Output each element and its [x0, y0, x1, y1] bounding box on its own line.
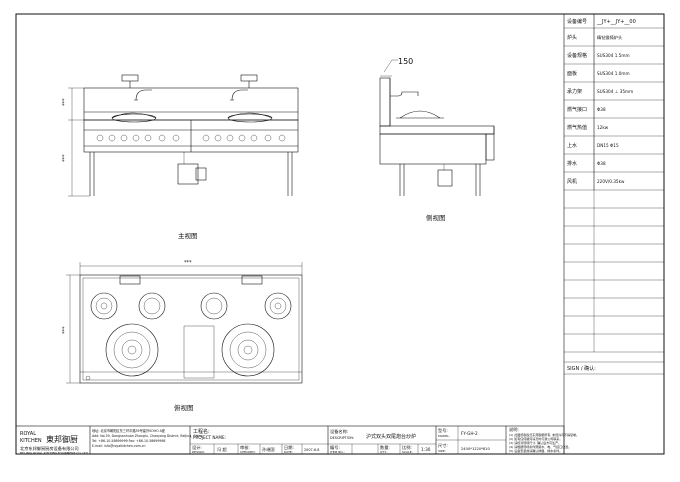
- side-dim-callout: 150: [398, 57, 413, 66]
- company-address-line: Tel: +86-10-58699999 Fax: +86-10-5869999…: [91, 439, 165, 443]
- logo-en-line2: KITCHEN: [20, 438, 42, 444]
- design-value: 冯 超: [217, 446, 228, 453]
- scale-label-en: SCALE:: [402, 450, 413, 454]
- note-line: (4) 请根据现场条件预留水、电、气接口位置。: [509, 444, 571, 449]
- spec-row-label: 风机: [567, 178, 577, 185]
- size-label-en: SIZE:: [438, 449, 446, 453]
- date-value: 2007-6-8: [304, 448, 319, 452]
- note-line: (1) 此图纸版权归东邦御厨所有, 未经许可不得复制。: [509, 432, 579, 437]
- spec-row-label: 燃气热值: [567, 124, 587, 131]
- spec-row-value: 12kw: [597, 125, 609, 130]
- scale-label: 比例:: [402, 444, 412, 451]
- note-line: (2) 如有任何疑问请及时与我公司联系。: [509, 436, 562, 441]
- spec-row-value: DN15 Φ15: [597, 143, 619, 148]
- spec-header-value: __JY+__JY+__00: [596, 19, 636, 25]
- spec-row-label: 排水: [567, 160, 577, 167]
- logo-cn: 東邦御厨: [46, 434, 78, 444]
- model-label: 型号:: [438, 427, 448, 434]
- company-footer-cn: 北京东邦御厨厨房设备有限公司: [20, 445, 79, 452]
- front-dim-upper: ***: [62, 98, 68, 106]
- note-line: (3) 请核对现场尺寸, 确认后方可生产。: [509, 440, 561, 445]
- spec-row-label: 燃气接口: [567, 106, 587, 113]
- model-value: FY-GH-2: [461, 431, 478, 436]
- model-label-en: MODEL:: [438, 434, 450, 438]
- side-view: [379, 59, 495, 196]
- check-label: 审核:: [240, 444, 250, 451]
- spec-header-label: 设备编号: [567, 18, 587, 25]
- spec-row-value: 220V/0.35kw: [597, 179, 625, 184]
- scale-value: 1:30: [421, 447, 431, 452]
- notes-title: 说明:: [509, 426, 519, 433]
- desc-value: 沪式双头双尾炮台炒炉: [366, 433, 416, 440]
- spec-row-value: Φ38: [597, 161, 606, 166]
- desc-label: 设备名称:: [330, 428, 348, 435]
- spec-row-value: Φ38: [597, 107, 606, 112]
- desc-label-en: DESCRIPTION:: [330, 436, 354, 440]
- company-footer-en: BEI JING ROYAL KITCHEN EQUIPMENT CO.,LTD: [20, 451, 89, 455]
- top-dim-depth: ***: [62, 326, 68, 334]
- qty-label: 数量:: [380, 444, 390, 451]
- spec-table-grid: [563, 13, 665, 455]
- drawing-frame: [15, 13, 665, 455]
- logo-en-line1: ROYAL: [20, 431, 36, 437]
- side-view-label: 侧视图: [426, 213, 446, 222]
- spec-row-value: SUS304 ⊥ 35mm: [597, 89, 633, 94]
- check-value: 孙继国: [262, 446, 275, 453]
- top-view: [66, 262, 303, 384]
- front-view: [68, 74, 299, 197]
- sign-label: SIGN / 确认:: [567, 365, 596, 372]
- top-dim-width: ***: [184, 260, 192, 266]
- design-label-en: DESIGN:: [192, 450, 205, 454]
- size-label: 尺寸:: [438, 442, 448, 449]
- spec-row-value: SUS304 1.0mm: [597, 71, 630, 76]
- company-address-line: Add: No.39, Dongsanhuan Zhonglu, Chaoyan…: [92, 434, 202, 438]
- top-view-label: 俯视图: [174, 403, 194, 412]
- project-label: 工程名:: [193, 428, 210, 435]
- front-dim-lower: ***: [62, 154, 68, 162]
- item-label: 编号:: [330, 444, 340, 451]
- title-block-grid: [15, 425, 565, 455]
- size-value: 2400*1220*810: [461, 447, 490, 451]
- project-label-en: PROJECT NAME:: [193, 435, 226, 440]
- item-label-en: ITEM NO.:: [330, 450, 345, 454]
- spec-row-label: 承力架: [567, 88, 582, 95]
- company-address-line: 地址: 北京市朝阳区东三环中路39号建外SOHO A座: [92, 428, 166, 433]
- date-label: 日期:: [284, 445, 294, 451]
- spec-row-label: 炉头: [567, 34, 577, 41]
- spec-row-label: 上水: [567, 142, 577, 149]
- spec-row-label: 面板: [567, 70, 577, 77]
- design-label: 设计:: [192, 444, 202, 451]
- spec-row-value: 精钻锻铸炉头: [597, 34, 622, 41]
- date-label-en: DATE:: [284, 450, 293, 454]
- spec-row-value: SUS304 1.5mm: [597, 53, 630, 58]
- check-label-en: CHECKED:: [240, 450, 256, 454]
- note-line: (5) 设备安装前请确认排烟、排水条件。: [509, 448, 562, 453]
- main-view-label: 主视图: [178, 231, 198, 240]
- qty-label-en: QTY.:: [380, 450, 387, 454]
- company-address-line: E-mail: info@royalkitchen.com.cn: [92, 444, 146, 448]
- spec-row-label: 设备规格: [567, 52, 587, 59]
